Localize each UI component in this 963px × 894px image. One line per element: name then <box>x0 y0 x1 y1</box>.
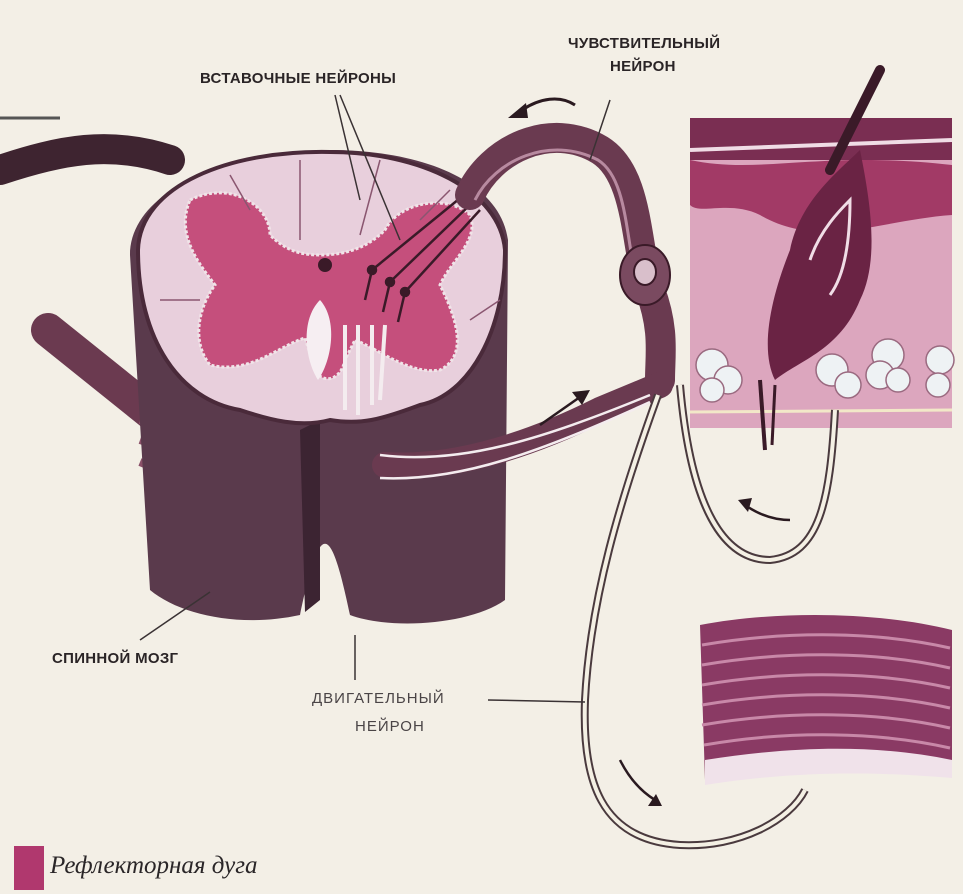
sensory-neuron-label-line1: ЧУВСТВИТЕЛЬНЫЙ <box>568 35 720 53</box>
spinal-cord <box>130 150 508 623</box>
muscle <box>700 615 952 785</box>
motor-neuron-label-line2: НЕЙРОН <box>355 718 425 736</box>
central-canal <box>318 258 332 272</box>
upper-left-nerve <box>0 149 170 170</box>
interneurons-label: ВСТАВОЧНЫЕ НЕЙРОНЫ <box>200 70 396 88</box>
motor-arrow <box>620 760 655 800</box>
spinal-cord-label: СПИННОЙ МОЗГ <box>52 650 178 668</box>
skin-section <box>690 70 954 450</box>
figure-caption: Рефлекторная дуга <box>50 852 257 880</box>
sensory-neuron-label-line2: НЕЙРОН <box>610 58 676 76</box>
motor-neuron-label-line1: ДВИГАТЕЛЬНЫЙ <box>312 690 445 708</box>
loop-arrow <box>745 505 790 520</box>
caption-color-mark <box>14 846 44 890</box>
upper-arrow <box>522 99 575 110</box>
